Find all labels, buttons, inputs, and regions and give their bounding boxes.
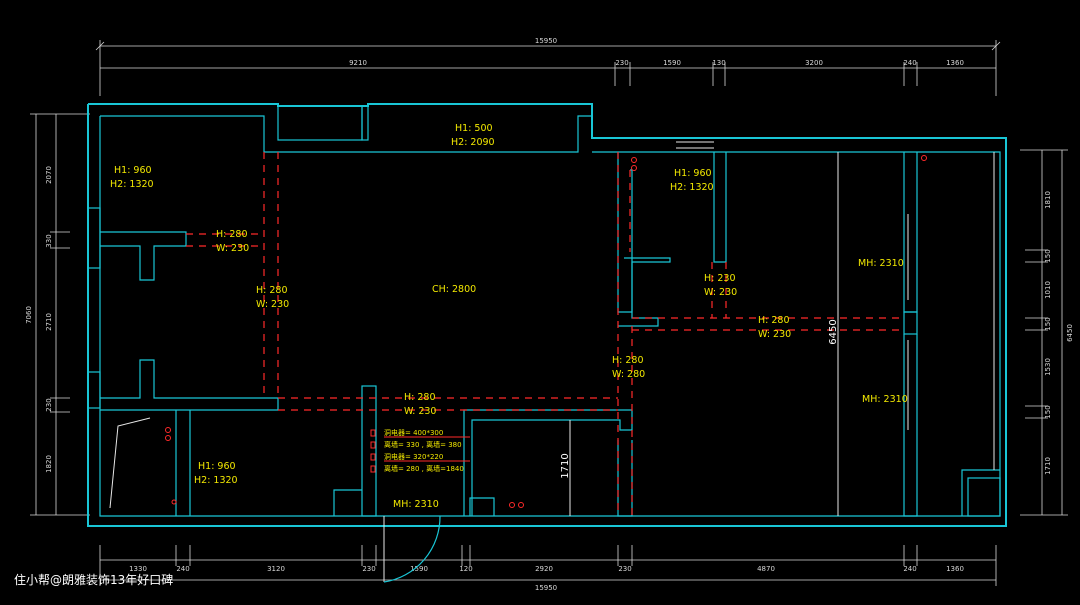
mh-right-top-label: MH: 2310 [858, 258, 904, 269]
dim-bottom-8: 230 [618, 565, 631, 573]
left-dimensions: 7060 2070 330 2710 230 1820 [25, 113, 90, 516]
dim-left-total: 7060 [25, 306, 33, 324]
dim-top-1: 9210 [349, 59, 367, 67]
dim-top-6: 240 [903, 59, 916, 67]
beam6-h-label: H: 280 [404, 392, 436, 403]
cabinet-note-1: 洞电器= 400*300 [384, 428, 443, 437]
top-dimensions: 15950 9210 230 1590 130 3200 240 1360 [95, 37, 1001, 96]
dim-right-1: 1810 [1044, 191, 1052, 209]
dim-bottom-5: 1590 [410, 565, 428, 573]
beam5-w-label: W: 280 [612, 369, 645, 380]
mh-bottom-label: MH: 2310 [393, 499, 439, 510]
top-h2-label: H2: 2090 [451, 137, 495, 148]
cabinet-note-4: 离墙= 280 , 离墙=1840 [384, 464, 464, 473]
beam3-w-label: W: 230 [704, 287, 737, 298]
dim-top-2: 230 [615, 59, 628, 67]
dim-top-3: 1590 [663, 59, 681, 67]
dim-bottom-11: 1360 [946, 565, 964, 573]
dim-6450-label: 6450 [828, 319, 839, 344]
beam1-w-label: W: 230 [216, 243, 249, 254]
socket-icon [921, 155, 927, 161]
dim-bottom-total: 15950 [535, 584, 557, 592]
socket-icon [370, 465, 376, 473]
ceiling-height-label: CH: 2800 [432, 284, 476, 295]
room-c-h1-label: H1: 960 [198, 461, 236, 472]
socket-icon [631, 157, 637, 163]
socket-icon [165, 427, 171, 433]
dim-left-1: 2070 [45, 166, 53, 184]
room-a-h1-label: H1: 960 [114, 165, 152, 176]
room-b-h1-label: H1: 960 [674, 168, 712, 179]
dim-right-2: 150 [1044, 249, 1052, 262]
annotations: H1: 960 H2: 1320 H1: 500 H2: 2090 H1: 96… [110, 123, 908, 510]
socket-icon [370, 453, 376, 461]
dim-top-5: 3200 [805, 59, 823, 67]
dim-top-7: 1360 [946, 59, 964, 67]
dim-bottom-4: 230 [362, 565, 375, 573]
socket-icon [370, 429, 376, 437]
dim-bottom-6: 120 [459, 565, 472, 573]
dim-left-5: 1820 [45, 455, 53, 473]
dim-right-total: 6450 [1066, 324, 1074, 342]
dim-left-3: 2710 [45, 313, 53, 331]
beam2-h-label: H: 280 [256, 285, 288, 296]
cabinet-note-3: 洞电器= 320*220 [384, 452, 443, 461]
beam1-h-label: H: 280 [216, 229, 248, 240]
socket-icon [518, 502, 524, 508]
dim-left-2: 330 [45, 234, 53, 247]
dim-left-4: 230 [45, 398, 53, 411]
beam4-w-label: W: 230 [758, 329, 791, 340]
dim-right-5: 1530 [1044, 358, 1052, 376]
walls [87, 103, 1007, 583]
dim-bottom-7: 2920 [535, 565, 553, 573]
sockets [165, 155, 927, 508]
beam2-w-label: W: 230 [256, 299, 289, 310]
socket-icon [509, 502, 515, 508]
socket-icon [165, 435, 171, 441]
dim-bottom-2: 240 [176, 565, 189, 573]
room-a-h2-label: H2: 1320 [110, 179, 154, 190]
dim-right-3: 1010 [1044, 281, 1052, 299]
bottom-dimensions: 1330 240 3120 230 1590 120 2920 230 4870… [99, 545, 997, 592]
room-b-h2-label: H2: 1320 [670, 182, 714, 193]
socket-icon [370, 441, 376, 449]
right-dimensions: 1810 150 1010 150 1530 150 1710 6450 [1020, 149, 1074, 516]
dim-right-7: 1710 [1044, 457, 1052, 475]
beam5-h-label: H: 280 [612, 355, 644, 366]
dim-top-total: 15950 [535, 37, 557, 45]
beam4-h-label: H: 280 [758, 315, 790, 326]
dim-1710-label: 1710 [560, 453, 571, 478]
beam3-h-label: H: 230 [704, 273, 736, 284]
dim-bottom-3: 3120 [267, 565, 285, 573]
cabinet-note-2: 离墙= 330 , 离墙= 380 [384, 440, 462, 449]
dim-bottom-1: 1330 [129, 565, 147, 573]
beam6-w-label: W. 230 [404, 406, 436, 417]
mh-right-bottom-label: MH: 2310 [862, 394, 908, 405]
top-h1-label: H1: 500 [455, 123, 493, 134]
room-c-h2-label: H2: 1320 [194, 475, 238, 486]
beams [186, 152, 904, 516]
dim-right-4: 150 [1044, 317, 1052, 330]
socket-icon [171, 499, 177, 505]
dim-top-4: 130 [712, 59, 725, 67]
dim-bottom-10: 240 [903, 565, 916, 573]
dim-bottom-9: 4870 [757, 565, 775, 573]
dim-right-6: 150 [1044, 405, 1052, 418]
socket-icon [631, 165, 637, 171]
watermark: 住小帮@朗雅装饰13年好口碑 [14, 572, 173, 587]
